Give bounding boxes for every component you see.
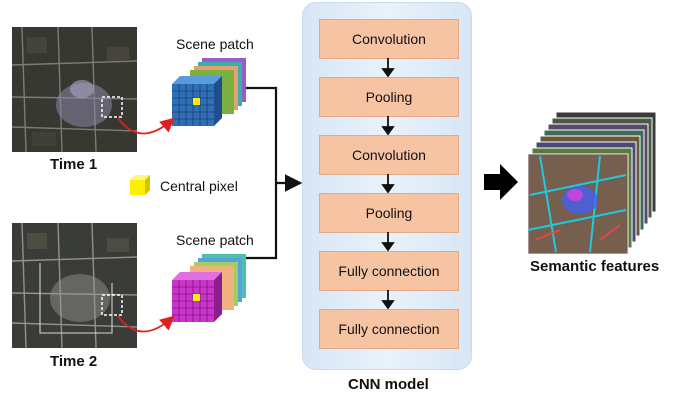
semantic-features-label: Semantic features xyxy=(530,258,660,275)
cnn-model-panel: Convolution Pooling Convolution Pooling … xyxy=(302,2,472,370)
cnn-flow-arrows xyxy=(381,58,395,310)
central-pixel-legend-icon xyxy=(130,175,150,195)
semantic-features-stack xyxy=(527,111,657,255)
scene-patch-1-cube xyxy=(172,58,246,126)
time2-satellite-image xyxy=(12,223,137,348)
central-pixel-2 xyxy=(193,294,200,301)
layer-fully-connection-1: Fully connection xyxy=(319,251,459,291)
output-arrow xyxy=(484,164,518,200)
scene-patch-2-cube xyxy=(172,254,246,322)
time1-label: Time 1 xyxy=(50,156,98,173)
selection-arrow-2 xyxy=(117,315,175,333)
time2-selection-box xyxy=(101,294,123,316)
layer-convolution-2: Convolution xyxy=(319,135,459,175)
time1-selection-box xyxy=(101,96,123,118)
layer-fully-connection-2: Fully connection xyxy=(319,309,459,349)
time1-satellite-image xyxy=(12,27,137,152)
scene-patch-label-1: Scene patch xyxy=(176,36,254,52)
time1-image-texture xyxy=(12,27,137,152)
scene-patch-label-2: Scene patch xyxy=(176,232,254,248)
time2-label: Time 2 xyxy=(50,353,98,370)
cnn-model-title: CNN model xyxy=(348,376,429,393)
patch-connector xyxy=(246,86,278,260)
central-pixel-1 xyxy=(193,98,200,105)
layer-pooling-2: Pooling xyxy=(319,193,459,233)
central-pixel-label: Central pixel xyxy=(160,178,238,194)
selection-arrow-1 xyxy=(117,117,175,135)
feature-map-front xyxy=(527,153,629,255)
layer-pooling-1: Pooling xyxy=(319,77,459,117)
layer-convolution-1: Convolution xyxy=(319,19,459,59)
time2-image-texture xyxy=(12,223,137,348)
